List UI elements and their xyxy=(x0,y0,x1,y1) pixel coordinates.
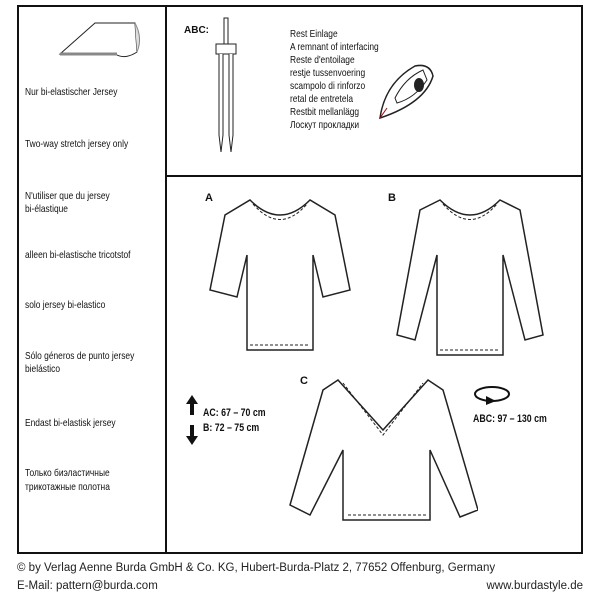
interfacing-it: scampolo di rinforzo xyxy=(290,80,366,92)
shirt-c-drawing xyxy=(289,379,478,521)
jersey-es-2: bielástico xyxy=(25,363,61,375)
twin-needle-icon xyxy=(215,17,237,153)
shirt-b-drawing xyxy=(396,199,544,356)
view-a-label: A xyxy=(205,192,213,204)
fabric-fold-icon xyxy=(58,22,141,58)
interfacing-fr: Reste d'entoilage xyxy=(290,54,355,66)
jersey-fr-1: N'utiliser que du jersey xyxy=(25,190,110,202)
interfacing-en: A remnant of interfacing xyxy=(290,41,379,53)
length-b: B: 72 – 75 cm xyxy=(203,422,260,434)
interfacing-de: Rest Einlage xyxy=(290,28,338,40)
jersey-ru-2: трикотажные полотна xyxy=(25,481,110,493)
jersey-ru-1: Только биэластичные xyxy=(25,467,110,479)
jersey-sv: Endast bi-elastisk jersey xyxy=(25,417,116,429)
notions-label: ABC: xyxy=(184,25,209,36)
interfacing-ru: Лоскут прокладки xyxy=(290,119,360,131)
copyright-text: © by Verlag Aenne Burda GmbH & Co. KG, H… xyxy=(17,562,496,574)
length-arrow-icon xyxy=(186,395,198,445)
left-column xyxy=(17,5,167,554)
iron-icon xyxy=(379,64,434,120)
jersey-de: Nur bi-elastischer Jersey xyxy=(25,86,118,98)
shirt-a-drawing xyxy=(209,199,351,351)
hip-measure-icon xyxy=(474,386,510,405)
jersey-en: Two-way stretch jersey only xyxy=(25,138,129,150)
view-b-label: B xyxy=(388,192,396,204)
length-ac: AC: 67 – 70 cm xyxy=(203,407,266,419)
website-link[interactable]: www.burdastyle.de xyxy=(486,580,583,592)
notions-box xyxy=(165,5,583,177)
view-c-label: C xyxy=(300,375,308,387)
jersey-fr-2: bi-élastique xyxy=(25,203,68,215)
jersey-nl: alleen bi-elastische tricotstof xyxy=(25,249,131,261)
interfacing-sv: Restbit mellanlägg xyxy=(290,106,360,118)
interfacing-es: retal de entretela xyxy=(290,93,354,105)
interfacing-nl: restje tussenvoering xyxy=(290,67,366,79)
jersey-it: solo jersey bi-elastico xyxy=(25,299,106,311)
email-link[interactable]: E-Mail: pattern@burda.com xyxy=(17,580,158,592)
hip-measurement: ABC: 97 – 130 cm xyxy=(473,413,547,425)
jersey-es-1: Sólo géneros de punto jersey xyxy=(25,350,135,362)
